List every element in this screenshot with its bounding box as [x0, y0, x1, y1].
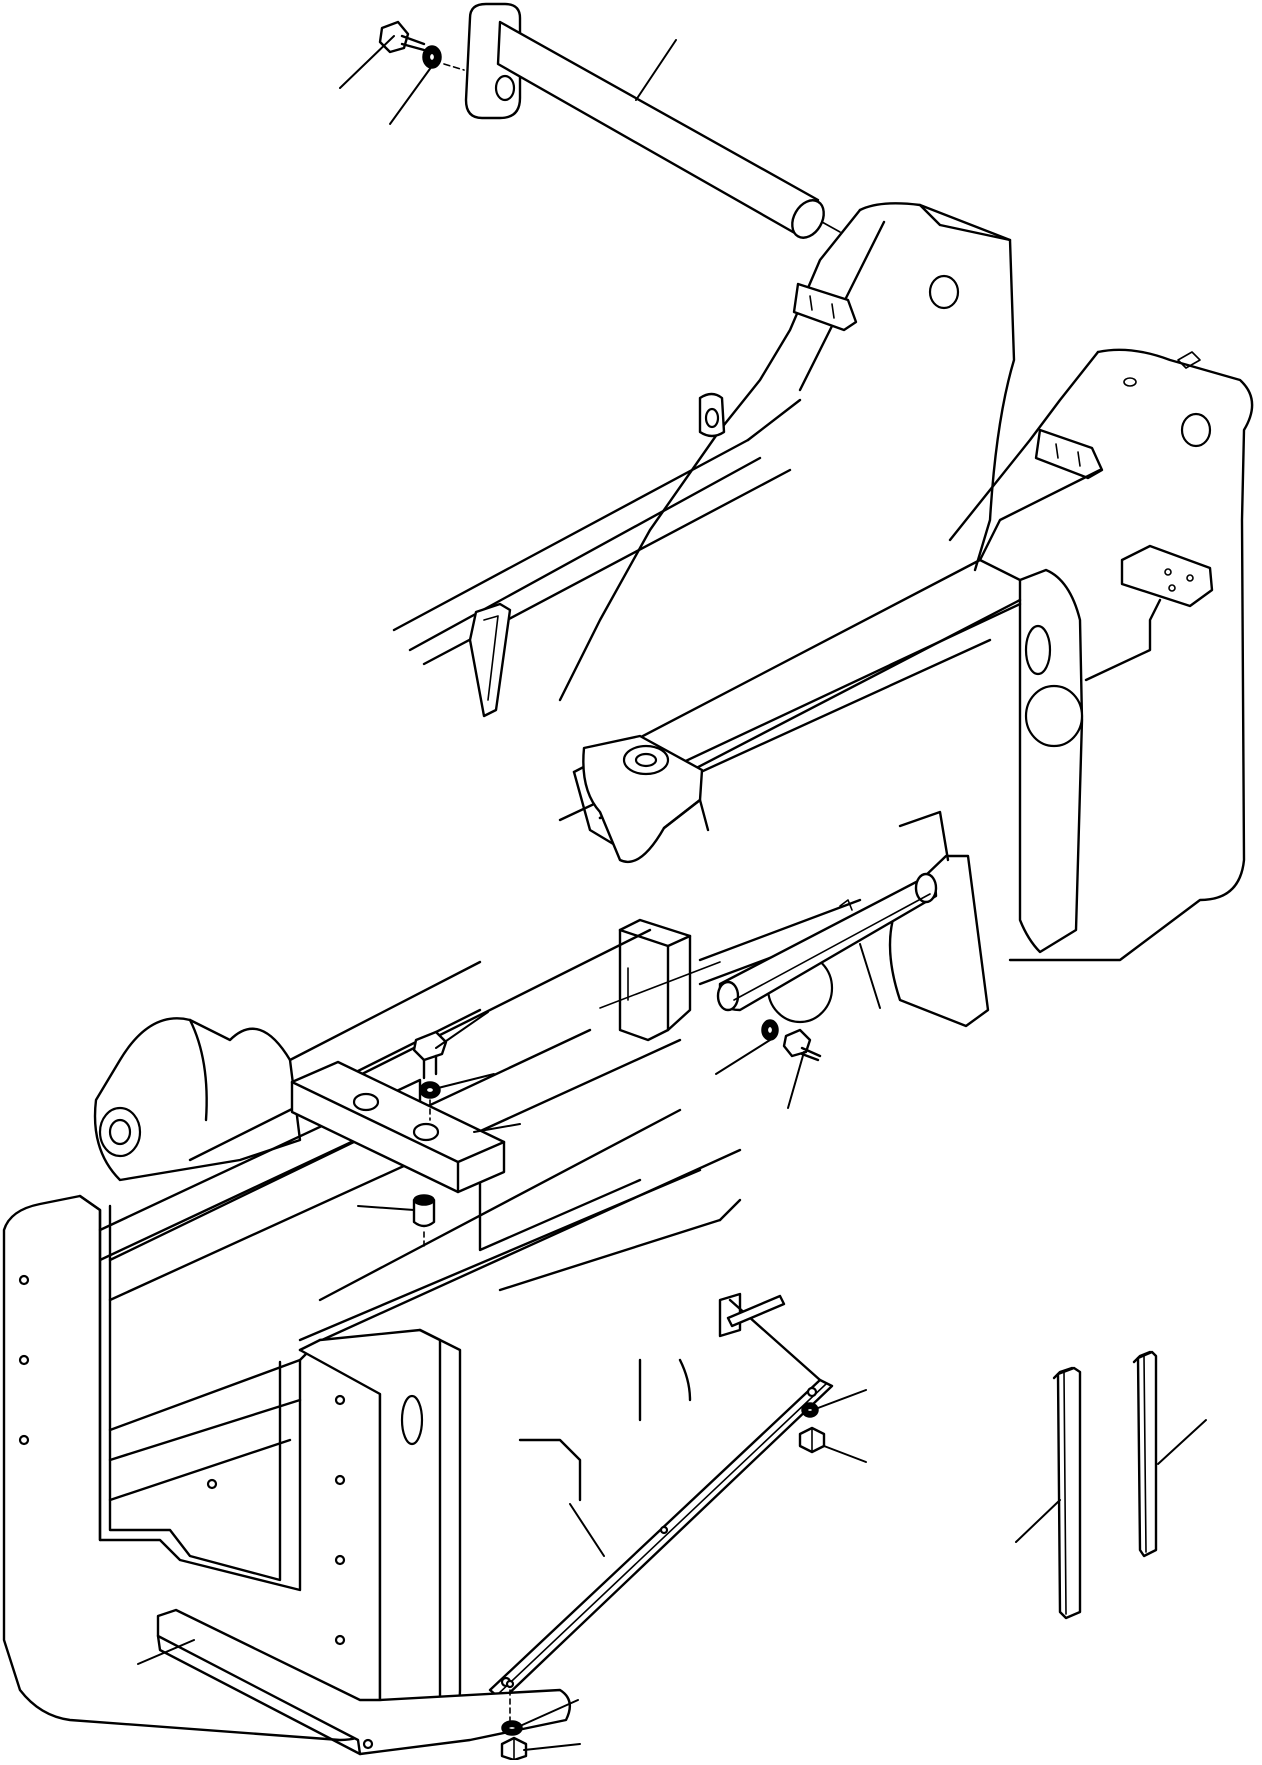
block-bolt: [412, 1030, 448, 1080]
leader-bottom-plate: [137, 1639, 195, 1665]
rail-washer: [801, 1402, 819, 1418]
leader-rail-nut: [823, 1445, 867, 1463]
leader-lines: [137, 35, 1207, 1751]
leader-side-rail-cover: [569, 1503, 605, 1557]
plate-nut: [500, 1736, 528, 1762]
cross-tube: [599, 898, 862, 1042]
main-pin: [464, 2, 825, 239]
leader-channel-left: [1015, 1499, 1061, 1543]
leader-pin-bolt: [339, 35, 395, 89]
pin-centerline: [443, 63, 465, 71]
leader-pin-washer: [389, 65, 433, 125]
leader-channel-right: [1157, 1419, 1207, 1465]
leader-guard-bolt: [787, 1051, 805, 1109]
pin-axis-line: [821, 221, 841, 233]
plate-washer: [501, 1720, 523, 1736]
leader-main-pin: [635, 39, 677, 101]
leader-guard-washer: [715, 1039, 771, 1075]
channel-strip-left: [1052, 1366, 1082, 1620]
carrier-frame: [2, 928, 742, 1742]
stopper-block: [290, 1060, 506, 1194]
loader-arm-upper: [392, 202, 1016, 718]
pin-lock-washer: [422, 45, 442, 69]
leader-block-washer: [437, 1073, 495, 1089]
block-washer: [419, 1081, 441, 1099]
side-rail-cover: [488, 1294, 834, 1702]
channel-strip-right: [1132, 1350, 1158, 1558]
leader-rail-washer: [817, 1389, 867, 1409]
loader-arm-lower: [558, 348, 1254, 1028]
rail-nut: [798, 1426, 826, 1454]
guard-washer: [761, 1019, 779, 1041]
leader-stopper-block: [473, 1123, 521, 1133]
leader-plate-washer: [519, 1699, 579, 1727]
hose-guard: [716, 872, 938, 1012]
block-spacer: [412, 1194, 436, 1251]
leader-block-bolt: [435, 1011, 489, 1049]
leader-hose-guard: [859, 943, 881, 1009]
pin-lock-bolt: [378, 20, 426, 54]
guard-bolt: [782, 1028, 822, 1062]
leader-block-spacer: [357, 1205, 415, 1211]
leader-plate-nut: [523, 1743, 581, 1751]
